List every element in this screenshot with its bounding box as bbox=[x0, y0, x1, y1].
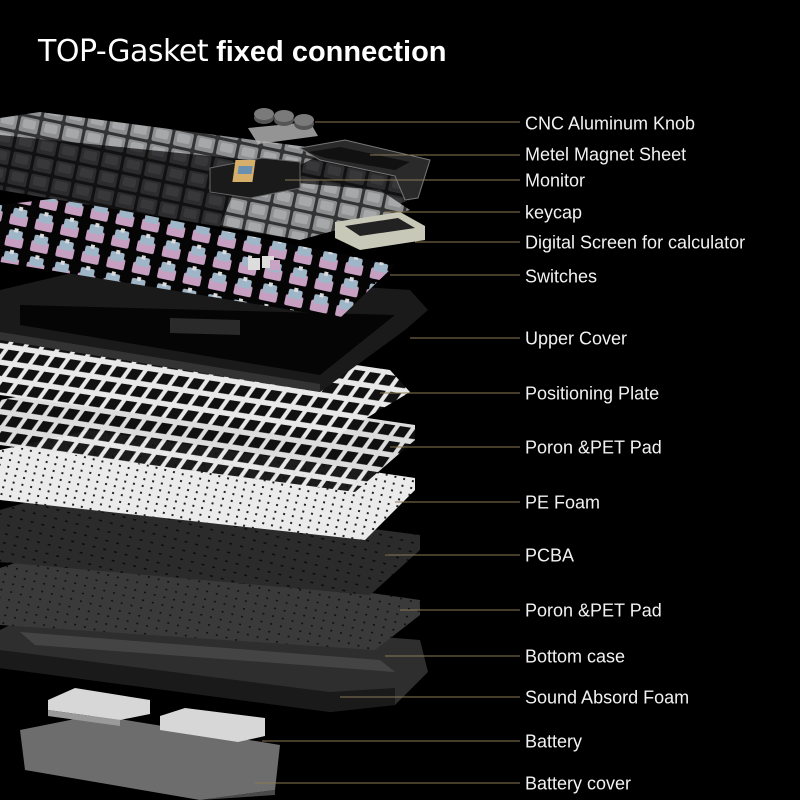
callout-bottom-case: Bottom case bbox=[525, 646, 626, 667]
callout-battery: Battery bbox=[525, 731, 583, 752]
callout-cnc-knob: CNC Aluminum Knob bbox=[525, 113, 696, 134]
callout-switches: Switches bbox=[525, 266, 598, 287]
callout-poron-pet-pad-1: Poron &PET Pad bbox=[525, 437, 662, 458]
sound-absorb-foam-layer bbox=[48, 688, 265, 742]
leader-lines bbox=[255, 121, 520, 784]
monitor-module bbox=[209, 157, 301, 199]
small-parts bbox=[248, 256, 280, 270]
callout-pe-foam: PE Foam bbox=[525, 492, 601, 513]
callout-sound-absorb-foam: Sound Absord Foam bbox=[525, 687, 690, 708]
callout-pcba: PCBA bbox=[525, 545, 575, 566]
title-part-2: fixed connection bbox=[216, 36, 447, 68]
knob-module bbox=[248, 108, 318, 144]
callout-positioning-plate: Positioning Plate bbox=[525, 383, 660, 404]
switches-layer bbox=[0, 198, 395, 318]
digital-screen-module bbox=[335, 212, 425, 250]
pcba-layer bbox=[0, 490, 420, 595]
callout-keycap: keycap bbox=[525, 202, 583, 223]
positioning-plate-layer bbox=[0, 330, 410, 440]
pad-layer-2 bbox=[0, 548, 420, 650]
callout-magnet-sheet: Metel Magnet Sheet bbox=[525, 144, 687, 165]
title-part-1: TOP-Gasket bbox=[38, 34, 209, 69]
callout-upper-cover: Upper Cover bbox=[525, 328, 628, 349]
callout-poron-pet-pad-2: Poron &PET Pad bbox=[525, 600, 662, 621]
keycap-layer bbox=[0, 112, 410, 240]
callout-battery-cover: Battery cover bbox=[525, 773, 632, 794]
callout-monitor: Monitor bbox=[525, 170, 586, 191]
callout-digital-screen: Digital Screen for calculator bbox=[525, 232, 746, 253]
